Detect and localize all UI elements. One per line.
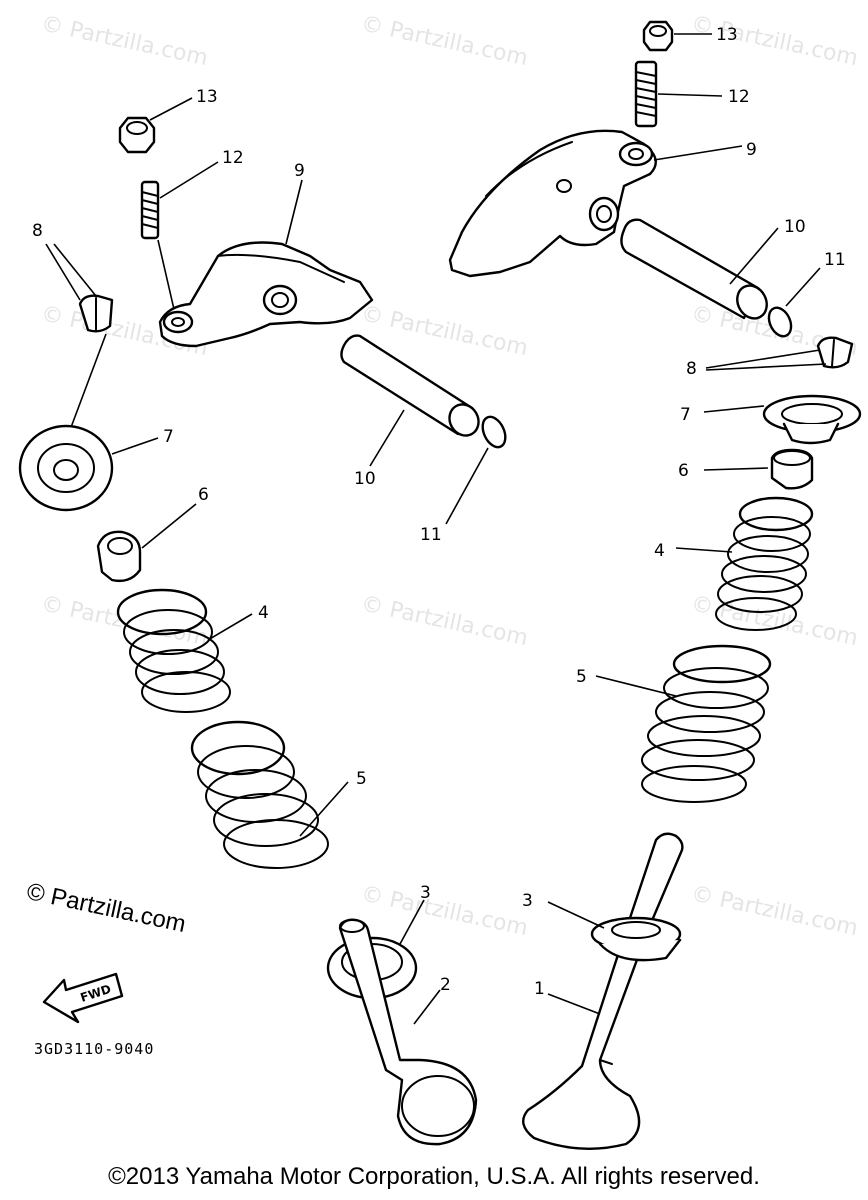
part-5-outer-spring-right xyxy=(595,644,772,803)
callout-10-left: 10 xyxy=(354,469,376,489)
forward-direction-arrow: FWD xyxy=(42,972,124,1024)
callout-5-right: 5 xyxy=(576,667,587,687)
callout-11-right: 11 xyxy=(824,250,846,270)
part-12-stud-right xyxy=(634,60,723,128)
callout-7-left: 7 xyxy=(163,427,174,447)
part-10-rocker-shaft-right xyxy=(620,218,779,320)
callout-8-right: 8 xyxy=(686,359,697,379)
callout-3-left: 3 xyxy=(420,883,431,903)
copyright-notice: ©2013 Yamaha Motor Corporation, U.S.A. A… xyxy=(108,1163,760,1190)
callout-7-right: 7 xyxy=(680,405,691,425)
watermark-text: © Partzilla.com xyxy=(689,11,860,71)
callout-13-right: 13 xyxy=(716,25,738,45)
callout-8-left: 8 xyxy=(32,221,43,241)
callout-2: 2 xyxy=(440,975,451,995)
watermark-text: © Partzilla.com xyxy=(359,591,530,651)
part-5-outer-spring-left xyxy=(190,720,349,869)
background-watermarks: © Partzilla.com © Partzilla.com © Partzi… xyxy=(39,11,860,941)
part-11-o-ring-left xyxy=(445,415,507,525)
callout-12-right: 12 xyxy=(728,87,750,107)
callout-9-left: 9 xyxy=(294,161,305,181)
callout-12-left: 12 xyxy=(222,148,244,168)
part-6-valve-stem-seal-right xyxy=(703,448,814,490)
part-1-exhaust-valve xyxy=(522,832,684,1150)
part-2-intake-valve xyxy=(338,918,478,1146)
part-12-stud-left xyxy=(140,161,219,319)
watermark-text: © Partzilla.com xyxy=(359,881,530,941)
callout-5-left: 5 xyxy=(356,769,367,789)
callout-9-right: 9 xyxy=(746,140,757,160)
diagram-part-code: 3GD3110-9040 xyxy=(34,1040,155,1058)
part-6-valve-stem-seal-left xyxy=(96,503,197,583)
part-3-spring-seat-right xyxy=(547,901,682,962)
part-9-rocker-arm-left xyxy=(158,179,374,348)
part-4-inner-spring-right xyxy=(675,496,814,631)
watermark-text: © Partzilla.com xyxy=(359,11,530,71)
callout-11-left: 11 xyxy=(420,525,442,545)
part-4-inner-spring-left xyxy=(116,588,253,713)
callout-1: 1 xyxy=(534,979,545,999)
part-10-rocker-shaft-left xyxy=(340,334,480,467)
watermark-text: © Partzilla.com xyxy=(39,11,210,71)
callout-4-right: 4 xyxy=(654,541,665,561)
callout-3-right: 3 xyxy=(522,891,533,911)
part-13-nut-left xyxy=(118,97,193,154)
callout-4-left: 4 xyxy=(258,603,269,623)
callout-10-right: 10 xyxy=(784,217,806,237)
callout-13-left: 13 xyxy=(196,87,218,107)
part-8-valve-cotter-right xyxy=(705,336,854,371)
callout-6-right: 6 xyxy=(678,461,689,481)
part-7-spring-retainer-right xyxy=(703,394,862,445)
part-11-o-ring-right xyxy=(767,267,821,338)
part-9-rocker-arm-right xyxy=(448,129,743,278)
watermark-text: © Partzilla.com xyxy=(689,881,860,941)
part-13-nut-right xyxy=(642,20,712,52)
callout-6-left: 6 xyxy=(198,485,209,505)
part-7-spring-retainer-left xyxy=(18,424,159,512)
